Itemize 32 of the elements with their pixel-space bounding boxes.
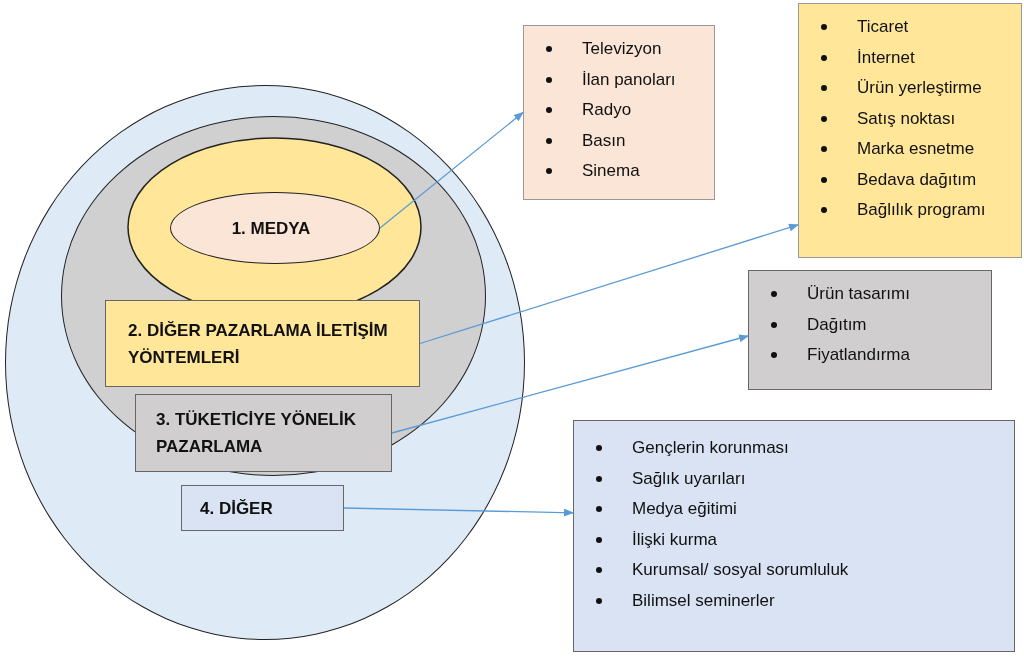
- list-item: Dağıtım: [807, 313, 867, 336]
- list-item: Ürün yerleştirme: [857, 77, 982, 99]
- list-item: Bağlılık programı: [857, 199, 986, 221]
- list-item: Sinema: [582, 160, 640, 182]
- list-item: Medya eğitimi: [632, 498, 737, 520]
- list-item: Ticaret: [857, 16, 909, 38]
- list-item: Satış noktası: [857, 107, 956, 130]
- list-item: Ürün tasarımı: [807, 283, 910, 305]
- list-item: Sağlık uyarıları: [632, 467, 746, 490]
- list-item: Bilimsel seminerler: [632, 589, 775, 612]
- category-box: 3. TÜKETİCİYE YÖNELİK PAZARLAMA: [135, 394, 392, 472]
- list-item: Radyo: [582, 99, 632, 121]
- list-item: Basın: [582, 129, 626, 152]
- list-item: Televizyon: [582, 38, 662, 60]
- arrow: [379, 111, 524, 229]
- list-item: İnternet: [857, 46, 915, 69]
- list-item: Marka esnetme: [857, 138, 975, 160]
- list-item: Fiyatlandırma: [807, 344, 910, 366]
- list-item: Gençlerin korunması: [632, 437, 789, 459]
- arrow: [419, 223, 799, 345]
- list-item: İlişki kurma: [632, 528, 717, 551]
- list-box: [573, 420, 1015, 652]
- list-item: Bedava dağıtım: [857, 168, 977, 191]
- list-box: [748, 270, 992, 390]
- list-box: [798, 3, 1022, 258]
- list-item: İlan panoları: [582, 68, 676, 91]
- list-box: [523, 25, 715, 200]
- list-item: Kurumsal/ sosyal sorumluluk: [632, 559, 849, 581]
- arrow: [391, 334, 749, 434]
- arrow: [343, 507, 574, 517]
- category-box: 4. DİĞER: [181, 485, 344, 531]
- category-box: 2. DİĞER PAZARLAMA İLETİŞİM YÖNTEMLERİ: [105, 300, 420, 387]
